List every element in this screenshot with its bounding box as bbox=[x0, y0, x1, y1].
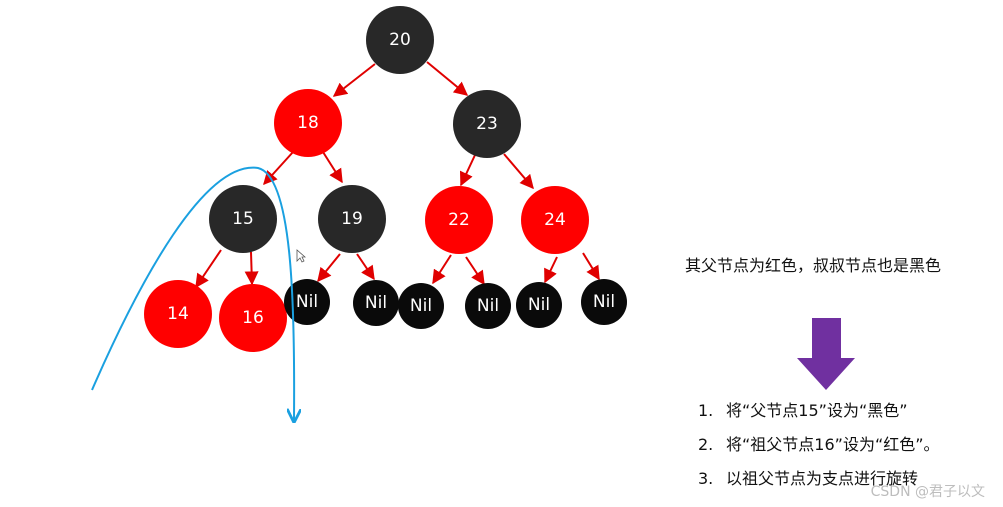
step-number: 1. bbox=[698, 401, 714, 420]
edge-23-22 bbox=[459, 154, 476, 187]
mouse-cursor-icon bbox=[296, 249, 306, 263]
nil-node: Nil bbox=[353, 280, 399, 326]
nil-node: Nil bbox=[284, 279, 330, 325]
node-label: 15 bbox=[232, 209, 254, 229]
step-item: 2. 将“祖父节点16”设为“红色”。 bbox=[698, 434, 940, 468]
nil-node: Nil bbox=[581, 279, 627, 325]
nil-label: Nil bbox=[410, 296, 432, 316]
edge-15-16 bbox=[244, 251, 259, 286]
step-item: 1. 将“父节点15”设为“黑色” bbox=[698, 400, 940, 434]
edge-20-23 bbox=[426, 61, 469, 96]
node-22: 22 bbox=[425, 186, 493, 254]
node-14: 14 bbox=[144, 280, 212, 348]
step-text: 将“祖父节点16”设为“红色”。 bbox=[726, 435, 940, 454]
step-number: 3. bbox=[698, 469, 714, 488]
edge-22-nil3 bbox=[432, 254, 452, 285]
node-label: 20 bbox=[389, 30, 411, 50]
node-20: 20 bbox=[366, 6, 434, 74]
nil-node: Nil bbox=[398, 283, 444, 329]
nil-node: Nil bbox=[465, 283, 511, 329]
edge-20-18 bbox=[332, 63, 376, 97]
edge-19-nil2 bbox=[356, 253, 375, 281]
tree-edges bbox=[195, 61, 600, 289]
node-label: 23 bbox=[476, 114, 498, 134]
nil-node: Nil bbox=[516, 282, 562, 328]
node-15: 15 bbox=[209, 185, 277, 253]
watermark: CSDN @君子以文 bbox=[870, 484, 985, 500]
step-text: 将“父节点15”设为“黑色” bbox=[726, 401, 908, 420]
steps-list: 1. 将“父节点15”设为“黑色” 2. 将“祖父节点16”设为“红色”。 3. 以祖… bbox=[698, 400, 940, 502]
step-text: 以祖父节点为支点进行旋转 bbox=[726, 469, 919, 488]
node-24: 24 bbox=[521, 186, 589, 254]
edge-19-nil1 bbox=[317, 253, 341, 283]
node-19: 19 bbox=[318, 185, 386, 253]
edge-18-15 bbox=[263, 151, 294, 186]
edge-24-nil6 bbox=[582, 252, 600, 281]
edge-24-nil5 bbox=[544, 256, 558, 284]
node-18: 18 bbox=[274, 89, 342, 157]
node-label: 19 bbox=[341, 209, 363, 229]
step-item: 3. 以祖父节点为支点进行旋转 bbox=[698, 468, 940, 502]
condition-note: 其父节点为红色，叔叔节点也是黑色 bbox=[685, 256, 942, 275]
nil-label: Nil bbox=[477, 296, 499, 316]
down-arrow-icon bbox=[797, 318, 855, 390]
edge-23-24 bbox=[503, 153, 534, 190]
node-label: 24 bbox=[544, 210, 566, 230]
node-16: 16 bbox=[219, 284, 287, 352]
edge-18-19 bbox=[322, 151, 343, 184]
edge-22-nil4 bbox=[465, 256, 485, 286]
nil-label: Nil bbox=[365, 293, 387, 313]
node-label: 22 bbox=[448, 210, 470, 230]
rotation-curve bbox=[91, 166, 294, 420]
step-number: 2. bbox=[698, 435, 714, 454]
node-label: 14 bbox=[167, 304, 189, 324]
node-23: 23 bbox=[453, 90, 521, 158]
node-label: 18 bbox=[297, 113, 319, 133]
node-label: 16 bbox=[242, 308, 264, 328]
edge-15-14 bbox=[195, 249, 222, 289]
nil-label: Nil bbox=[593, 292, 615, 312]
nil-label: Nil bbox=[528, 295, 550, 315]
nil-label: Nil bbox=[296, 292, 318, 312]
